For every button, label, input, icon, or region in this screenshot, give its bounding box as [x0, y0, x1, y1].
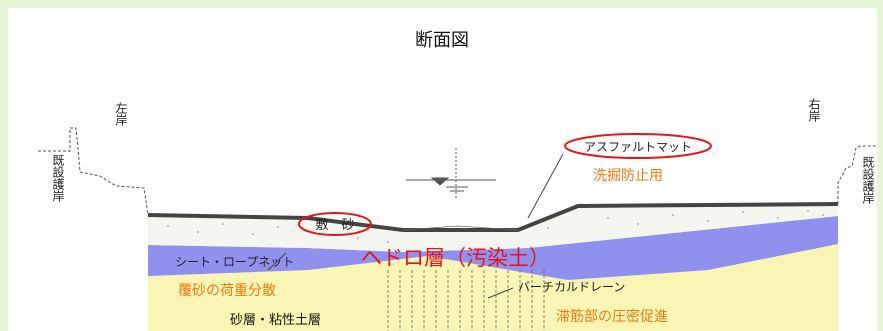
- vertical-drain-label: バーチカルドレーン: [518, 280, 625, 294]
- channel-line: [402, 225, 519, 231]
- asphalt-mat-highlight: [564, 133, 712, 159]
- bed-sand-label: 敷 砂: [315, 218, 354, 233]
- drain-leader: [487, 287, 514, 299]
- diagram-frame: 断面図 左岸 右岸 既設護岸 既設護岸 アスファルトマット 洗掘防止用 敷 砂 …: [8, 8, 877, 331]
- load-distribution-label: 覆砂の荷重分散: [178, 283, 276, 299]
- asphalt-mat-leader: [527, 153, 564, 219]
- sludge-layer-label: ヘドロ層（汚染土）: [361, 246, 550, 270]
- asphalt-mat-line: [147, 202, 839, 232]
- sheet-rope-net-label: シート・ロープネット: [175, 255, 294, 269]
- cross-section-diagram: 断面図 左岸 右岸 既設護岸 既設護岸 アスファルトマット 洗掘防止用 敷 砂 …: [38, 30, 877, 331]
- bed-sand-region: [148, 204, 838, 252]
- bed-sand-dots: [167, 210, 824, 243]
- water-level-mark: [406, 148, 496, 198]
- right-revetment-label: 既設護岸: [861, 156, 875, 204]
- right-revetment-wall: [837, 145, 877, 204]
- sludge-layer-region: [148, 216, 838, 280]
- bed-sand-highlight: [298, 212, 372, 236]
- sand-clay-layer-region: [148, 238, 838, 331]
- scour-prevention-label: 洗掘防止用: [593, 168, 663, 184]
- right-bank-label: 右岸: [807, 97, 821, 122]
- left-bank-label: 左岸: [114, 101, 128, 126]
- rope-net-leader: [267, 252, 287, 271]
- vertical-drains: [387, 270, 545, 331]
- asphalt-mat-label: アスファルトマット: [584, 140, 692, 154]
- diagram-title: 断面図: [415, 30, 469, 51]
- consolidation-label: 滞筋部の圧密促進: [556, 308, 668, 325]
- left-revetment-label: 既設護岸: [51, 154, 65, 202]
- sand-clay-layer-label: 砂層・粘性土層: [230, 313, 321, 328]
